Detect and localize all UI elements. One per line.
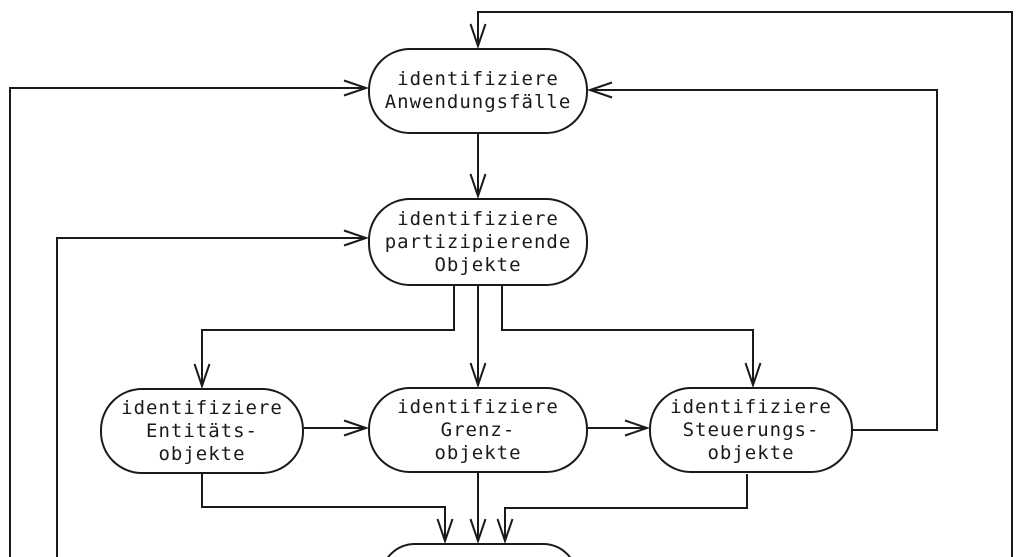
node-bottom-partial [380, 543, 578, 557]
node-label-line: identifiziere [121, 396, 283, 419]
node-label-line: Entitäts- [146, 419, 258, 442]
edge-bottom-to-anwendungsfaelle-left [9, 79, 370, 557]
node-label-line: identifiziere [670, 395, 832, 418]
arrowhead-down-icon [469, 362, 487, 389]
edge-partizipierende-to-steuerungs [501, 286, 762, 389]
node-label-line: objekte [158, 442, 246, 465]
arrowhead-right-icon [343, 229, 370, 247]
node-label-line: identifiziere [397, 207, 559, 230]
arrowhead-right-icon [624, 419, 651, 437]
edge-entitaets-to-grenz [304, 419, 370, 437]
edge-bottom-to-partizipierende-left [56, 229, 370, 557]
node-label-line: objekte [434, 441, 522, 464]
node-identifiziere-partizipierende-objekte: identifiziere partizipierende Objekte [368, 198, 588, 286]
edge-partizipierende-to-entitaets [193, 286, 455, 390]
node-label-line: Anwendungsfälle [384, 91, 572, 113]
arrowhead-down-icon [469, 23, 487, 50]
edge-entitaets-to-bottom [201, 474, 454, 545]
node-identifiziere-entitaetsobjekte: identifiziere Entitäts- objekte [100, 388, 304, 474]
arrowhead-down-icon [469, 173, 487, 200]
node-identifiziere-steuerungsobjekte: identifiziere Steuerungs- objekte [649, 387, 853, 473]
arrowhead-down-icon [436, 518, 454, 545]
edge-partizipierende-to-grenz [469, 286, 487, 389]
edge-anwendungsfaelle-to-partizipierende [469, 134, 487, 200]
arrowhead-right-icon [343, 79, 370, 97]
node-label-line: partizipierende [384, 230, 572, 253]
arrowhead-left-icon [586, 81, 613, 99]
edge-bottom-to-anwendungsfaelle-top [469, 11, 1013, 557]
arrowhead-down-icon [469, 518, 487, 545]
arrowhead-down-icon [193, 363, 211, 390]
node-label-line: identifiziere [397, 395, 559, 418]
edge-grenz-to-steuerungs [588, 419, 651, 437]
arrowhead-right-icon [343, 419, 370, 437]
node-label-line: Objekte [434, 253, 522, 276]
edge-steuerungs-to-anwendungsfaelle [586, 81, 938, 431]
node-identifiziere-grenzobjekte: identifiziere Grenz- objekte [368, 387, 588, 473]
arrowhead-down-icon [496, 518, 514, 545]
node-label-line: Grenz- [440, 418, 516, 441]
arrowhead-down-icon [744, 362, 762, 389]
edge-grenz-to-bottom [469, 473, 487, 545]
node-label-line: Steuerungs- [682, 418, 820, 441]
node-identifiziere-anwendungsfaelle: identifiziere Anwendungsfälle [368, 48, 588, 134]
edge-steuerungs-to-bottom [496, 474, 748, 545]
node-label-line: objekte [707, 441, 795, 464]
node-label-line: identifiziere [397, 68, 559, 90]
